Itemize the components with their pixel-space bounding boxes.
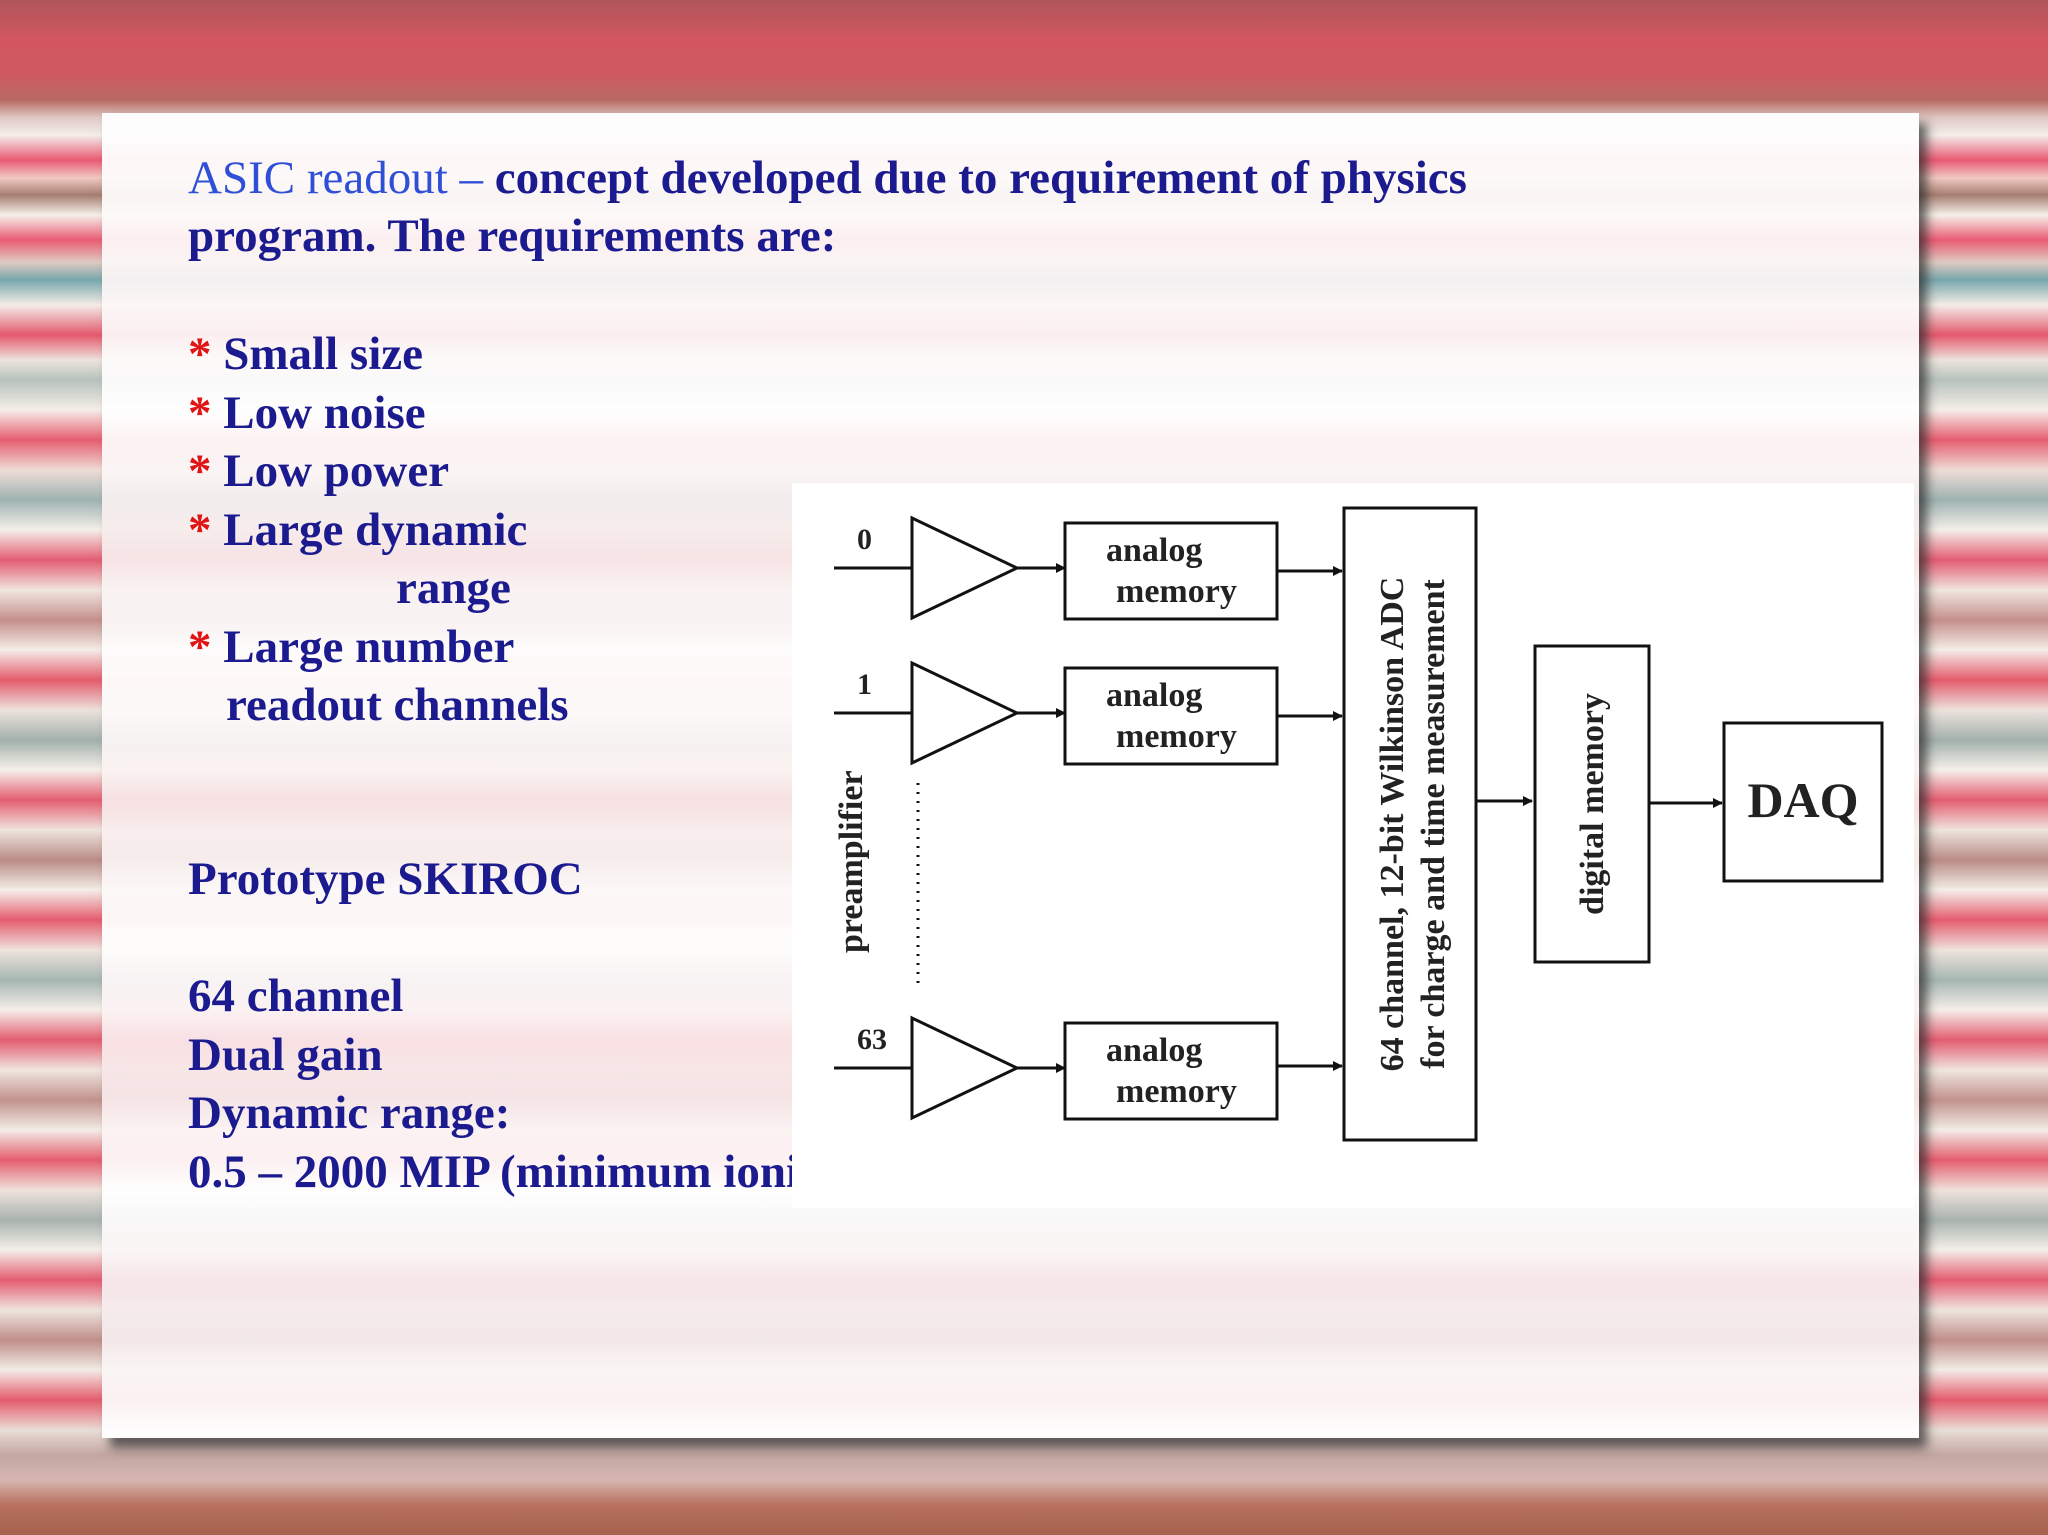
heading-line-1: ASIC readout – concept developed due to … [188,155,1467,202]
requirement-text: Large number [223,621,515,673]
analog-memory-label-0-line2: memory [1116,573,1237,610]
preamp-triangle-1 [910,660,1021,766]
adc-box [1342,506,1478,1142]
digital-memory-box [1533,644,1651,964]
bullet-star: * [188,328,212,380]
requirement-continuation: range [396,562,511,614]
requirement-item: * Large dynamic [188,507,527,554]
requirement-item: * Low power [188,448,449,495]
analog-memory-label-63-line1: analog [1106,1032,1202,1069]
analog-memory-label-1-line2: memory [1116,718,1237,755]
channel-number-1: 1 [857,668,872,701]
heading-line-2: program. The requirements are: [188,210,837,262]
adc-label-line1: 64 channel, 12-bit Wilkinson ADC [1374,577,1411,1072]
requirement-continuation: readout channels [226,679,569,731]
preamp-triangle-0 [910,515,1021,621]
requirement-text: Small size [223,328,423,380]
digital-memory-label: digital memory [1574,693,1611,915]
requirement-text: Large dynamic [223,504,528,556]
block-diagram: 0 1 63 analog memory analog memory analo… [792,483,1914,1208]
bullet-star: * [188,621,212,673]
spec-line: Dual gain [188,1029,383,1081]
channel-number-63: 63 [857,1023,887,1056]
requirement-item: * Low noise [188,390,426,437]
slide-panel: ASIC readout – concept developed due to … [102,113,1919,1438]
analog-memory-label-0-line1: analog [1106,532,1202,569]
adc-label-line2: for charge and time measurement [1415,578,1452,1068]
block-diagram-svg: 0 1 63 analog memory analog memory analo… [833,506,1884,1142]
preamp-triangle-63 [910,1015,1021,1121]
requirement-text: Low noise [223,387,426,439]
heading-line-1-rest: concept developed due to requirement of … [483,152,1467,204]
daq-box [1722,721,1884,883]
analog-memory-label-1-line1: analog [1106,677,1202,714]
channel-number-0: 0 [857,523,872,556]
daq-label: DAQ [1747,772,1858,828]
analog-memory-box-1 [1063,666,1279,766]
analog-memory-box-63 [1063,1021,1279,1121]
bullet-star: * [188,387,212,439]
prototype-title: Prototype SKIROC [188,853,583,905]
requirement-text: Low power [223,445,450,497]
spec-line: 64 channel [188,970,404,1022]
requirement-item: * Large number [188,624,514,671]
requirement-item: * Small size [188,331,423,378]
analog-memory-label-63-line2: memory [1116,1073,1237,1110]
heading-accent: ASIC readout – [188,152,484,204]
spec-line: Dynamic range: [188,1087,511,1139]
preamplifier-label: preamplifier [833,770,870,953]
bullet-star: * [188,445,212,497]
bullet-star: * [188,504,212,556]
